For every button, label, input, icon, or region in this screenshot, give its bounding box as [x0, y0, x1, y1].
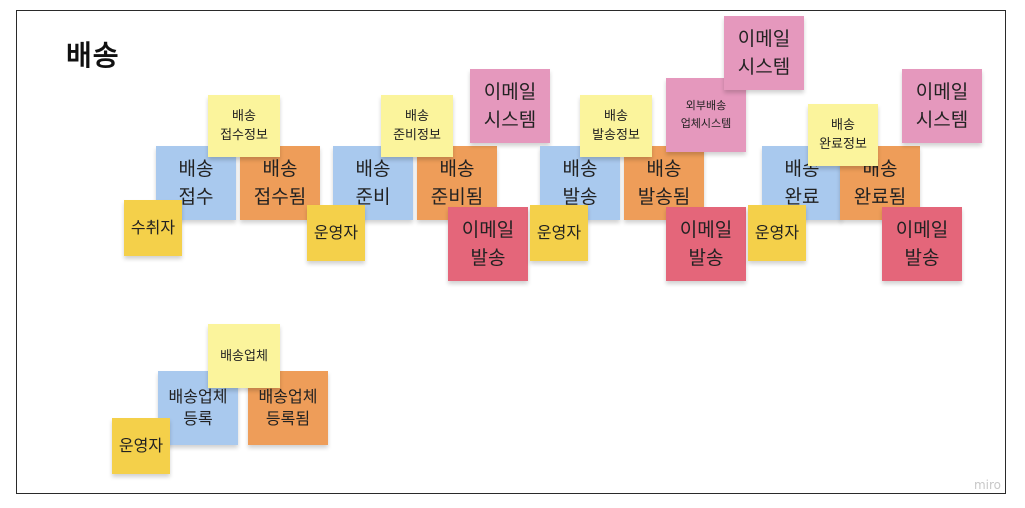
read-model-sticky-prepare-info[interactable]: 배송 준비정보 [381, 95, 453, 157]
read-model-sticky-company-info[interactable]: 배송업체 [208, 324, 280, 388]
actor-sticky-operator-2[interactable]: 운영자 [530, 205, 588, 261]
actor-sticky-operator-3[interactable]: 운영자 [748, 205, 806, 261]
event-sticky-received[interactable]: 배송 접수됨 [240, 146, 320, 220]
external-system-sticky-email-2[interactable]: 이메일 시스템 [724, 16, 804, 90]
policy-sticky-email-send-2[interactable]: 이메일 발송 [666, 207, 746, 281]
external-system-sticky-delivery-company[interactable]: 외부배송 업체시스템 [666, 78, 746, 152]
actor-sticky-operator-4[interactable]: 운영자 [112, 418, 170, 474]
event-sticky-completed[interactable]: 배송 완료됨 [840, 146, 920, 220]
policy-sticky-email-send-1[interactable]: 이메일 발송 [448, 207, 528, 281]
event-sticky-company-registered[interactable]: 배송업체 등록됨 [248, 371, 328, 445]
policy-sticky-email-send-3[interactable]: 이메일 발송 [882, 207, 962, 281]
external-system-sticky-email-3[interactable]: 이메일 시스템 [902, 69, 982, 143]
external-system-sticky-email-1[interactable]: 이메일 시스템 [470, 69, 550, 143]
actor-sticky-operator-1[interactable]: 운영자 [307, 205, 365, 261]
board-title: 배송 [66, 39, 120, 72]
miro-watermark: miro [973, 478, 1001, 492]
actor-sticky-recipient[interactable]: 수취자 [124, 200, 182, 256]
read-model-sticky-complete-info[interactable]: 배송 완료정보 [808, 104, 878, 166]
read-model-sticky-dispatch-info[interactable]: 배송 발송정보 [580, 95, 652, 157]
read-model-sticky-receive-info[interactable]: 배송 접수정보 [208, 95, 280, 157]
command-sticky-prepare[interactable]: 배송 준비 [333, 146, 413, 220]
